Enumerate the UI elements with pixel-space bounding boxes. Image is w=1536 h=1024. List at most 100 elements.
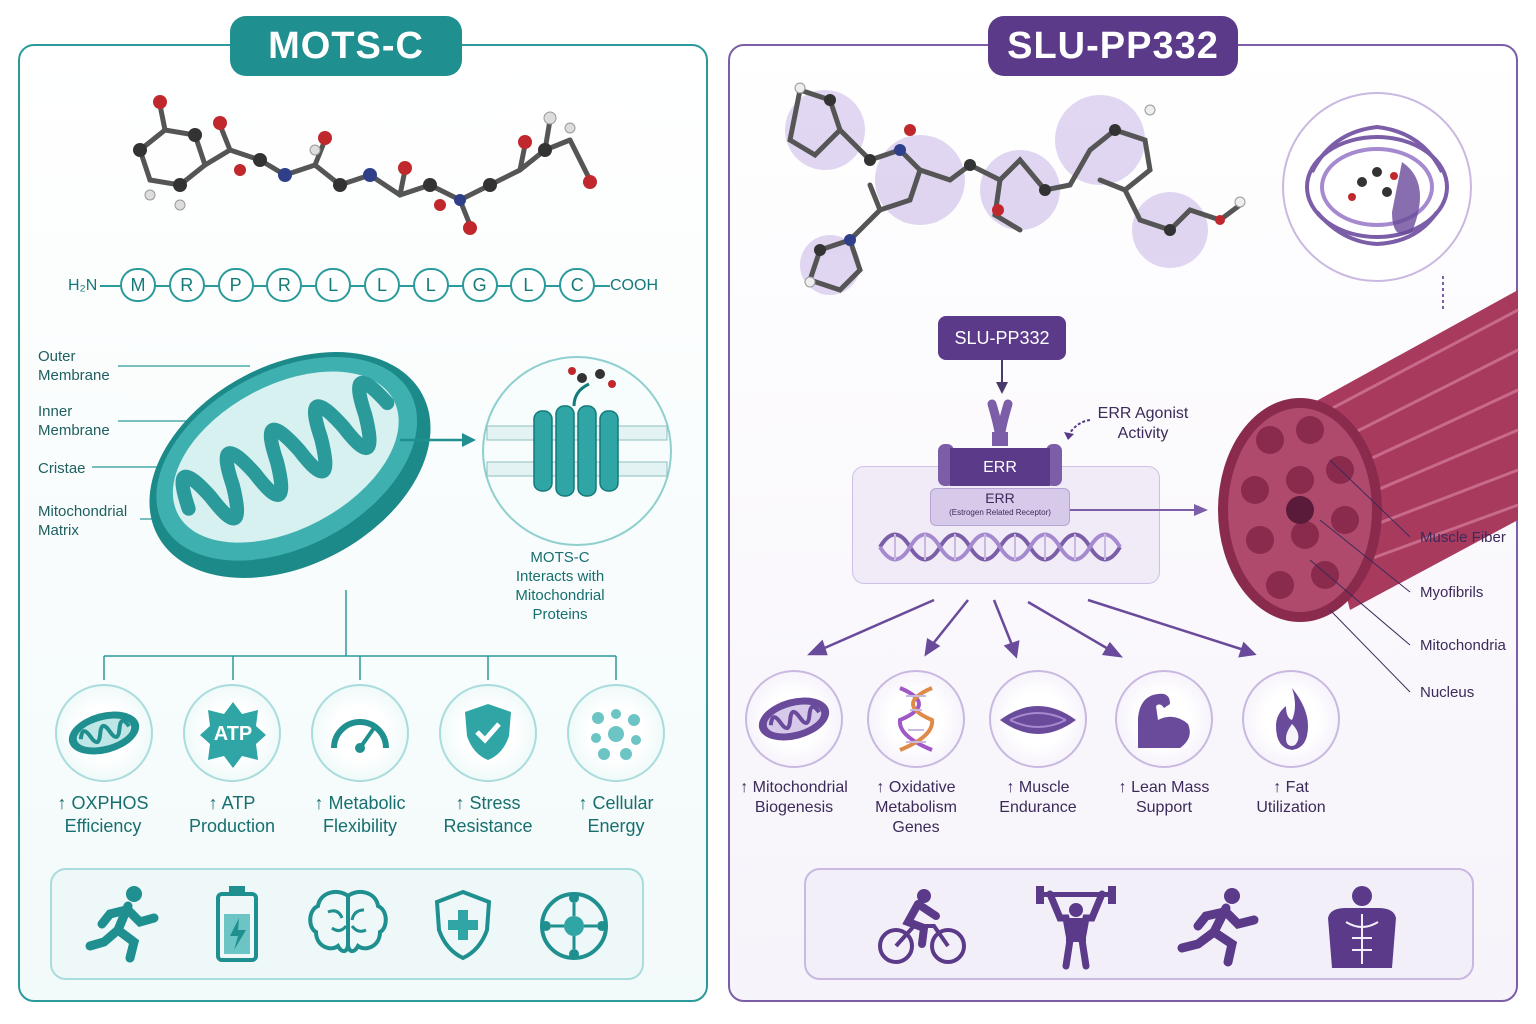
oxidative-line1: ↑ Oxidative <box>876 779 956 796</box>
sequence-residue: L <box>412 268 449 302</box>
agonist-pointer-arrow <box>1064 419 1091 440</box>
arrow-to-muscle <box>1070 504 1208 516</box>
receptor-protein-shape <box>938 399 1062 486</box>
energy-line2: Energy <box>587 816 645 836</box>
sequence-residue: L <box>364 268 400 302</box>
sequence-residue: L <box>315 268 352 302</box>
mitochondrion-icon <box>758 697 830 741</box>
oxidative-line2: Metabolism <box>875 799 957 816</box>
caption-line-3: Mitochondrial <box>515 587 605 604</box>
label-myofibrils: Myofibrils <box>1420 584 1484 601</box>
effect-energy-caption: ↑ Cellular Energy <box>551 792 681 838</box>
cyclist-icon <box>878 889 966 964</box>
effect-oxidative-caption: ↑ Oxidative Metabolism Genes <box>846 778 986 838</box>
err-box-subtitle: (Estrogen Related Receptor) <box>949 508 1051 517</box>
biogenesis-line2: Biogenesis <box>754 799 834 816</box>
flame-icon <box>1276 688 1308 750</box>
err-box-title: ERR <box>985 490 1015 506</box>
membrane-protein-illustration <box>486 367 668 497</box>
atp-line1: ↑ ATP <box>208 793 256 813</box>
shield-check-icon <box>465 704 511 760</box>
lean-mass-line1: ↑ Lean Mass <box>1118 779 1210 796</box>
oxphos-line1: ↑ OXPHOS <box>57 793 149 813</box>
molecule-ring-icon <box>540 892 608 960</box>
energy-line1: ↑ Cellular <box>578 793 654 813</box>
slu-pp332-compound-box: SLU-PP332 <box>938 316 1066 360</box>
oxphos-line2: Efficiency <box>64 816 142 836</box>
caption-line-2: Interacts with <box>515 568 605 585</box>
sequence-residue: G <box>461 268 498 302</box>
brain-icon <box>308 889 388 953</box>
mots-c-title: MOTS-C <box>230 16 462 76</box>
sequence-n-terminus: H₂N <box>68 277 98 294</box>
slu-pp332-title: SLU-PP332 <box>988 16 1238 76</box>
effect-stress-caption: ↑ Stress Resistance <box>423 792 553 838</box>
err-box: ERR (Estrogen Related Receptor) <box>930 488 1070 526</box>
shield-plus-icon <box>434 889 492 961</box>
muscle-icon <box>1000 706 1076 734</box>
err-receptor-label: ERR <box>983 459 1017 476</box>
gauge-icon <box>331 719 389 753</box>
effects-fan-arrows <box>806 598 1257 659</box>
label-cristae: Cristae <box>38 460 86 477</box>
sequence-residue: P <box>217 268 254 302</box>
lean-mass-line2: Support <box>1135 799 1193 816</box>
battery-icon <box>216 886 258 962</box>
agonist-line2: Activity <box>1117 425 1169 442</box>
effect-metabolic-caption: ↑ Metabolic Flexibility <box>295 792 425 838</box>
effect-metabolic-circle <box>311 684 409 782</box>
effect-lean-mass-caption: ↑ Lean Mass Support <box>1094 778 1234 818</box>
endurance-line1: ↑ Muscle <box>1006 779 1070 796</box>
fat-line2: Utilization <box>1256 799 1326 816</box>
slu-pp332-molecule-image <box>785 82 1246 295</box>
metabolic-line1: ↑ Metabolic <box>314 793 406 813</box>
sequence-residue: L <box>510 268 547 302</box>
sequence-residue: R <box>266 268 303 302</box>
stress-line2: Resistance <box>443 816 533 836</box>
dna-icon <box>897 686 935 752</box>
effects-connector-tree <box>103 590 617 680</box>
label-muscle-fiber: Muscle Fiber <box>1420 529 1506 546</box>
cells-icon <box>591 709 641 760</box>
stress-line1: ↑ Stress <box>455 793 521 813</box>
protein-interaction-caption: MOTS-C Interacts with Mitochondrial Prot… <box>495 548 625 624</box>
effect-oxidative-circle <box>867 670 965 768</box>
receptor-binding-circle <box>1282 92 1472 282</box>
atp-badge-text: ATP <box>213 723 253 745</box>
effect-fat-circle <box>1242 670 1340 768</box>
flexed-arm-icon <box>1138 693 1190 748</box>
mitochondrion-illustration <box>149 352 431 578</box>
runner-icon <box>1177 888 1259 967</box>
sequence-residue: C <box>559 268 596 302</box>
caption-line-4: Proteins <box>532 606 588 623</box>
effect-oxphos-caption: ↑ OXPHOS Efficiency <box>38 792 168 838</box>
mots-c-molecule-image <box>133 95 597 235</box>
caption-line-1: MOTS-C <box>530 549 590 566</box>
atp-icon <box>200 702 266 768</box>
sequence-c-terminus: COOH <box>610 277 658 294</box>
dna-helix <box>878 532 1122 562</box>
receptor-binding-illustration <box>1305 124 1449 247</box>
metabolic-line2: Flexibility <box>322 816 397 836</box>
effect-biogenesis-caption: ↑ Mitochondrial Biogenesis <box>724 778 864 818</box>
muscle-label-leaders <box>1309 459 1411 693</box>
effect-atp-caption: ↑ ATP Production <box>167 792 297 838</box>
endurance-line2: Endurance <box>999 799 1077 816</box>
label-inner-membrane: Inner Membrane <box>38 403 110 439</box>
torso-icon <box>1328 886 1396 968</box>
arrow-to-receptor <box>996 360 1008 394</box>
arrow-to-protein-interaction <box>400 433 476 447</box>
agonist-line1: ERR Agonist <box>1097 405 1189 422</box>
biogenesis-line1: ↑ Mitochondrial <box>740 779 848 796</box>
membrane-protein-circle <box>482 356 672 546</box>
atp-line2: Production <box>188 816 276 836</box>
label-mitochondria: Mitochondria <box>1420 637 1506 654</box>
label-mitochondrial-matrix: Mitochondrial Matrix <box>38 503 128 539</box>
sequence-residue: M <box>120 268 156 302</box>
runner-icon <box>85 886 159 963</box>
label-nucleus: Nucleus <box>1420 684 1475 701</box>
weightlifter-icon <box>1036 886 1116 970</box>
effect-endurance-caption: ↑ Muscle Endurance <box>968 778 1108 818</box>
label-outer-membrane: Outer Membrane <box>38 348 110 384</box>
effect-fat-caption: ↑ Fat Utilization <box>1221 778 1361 818</box>
